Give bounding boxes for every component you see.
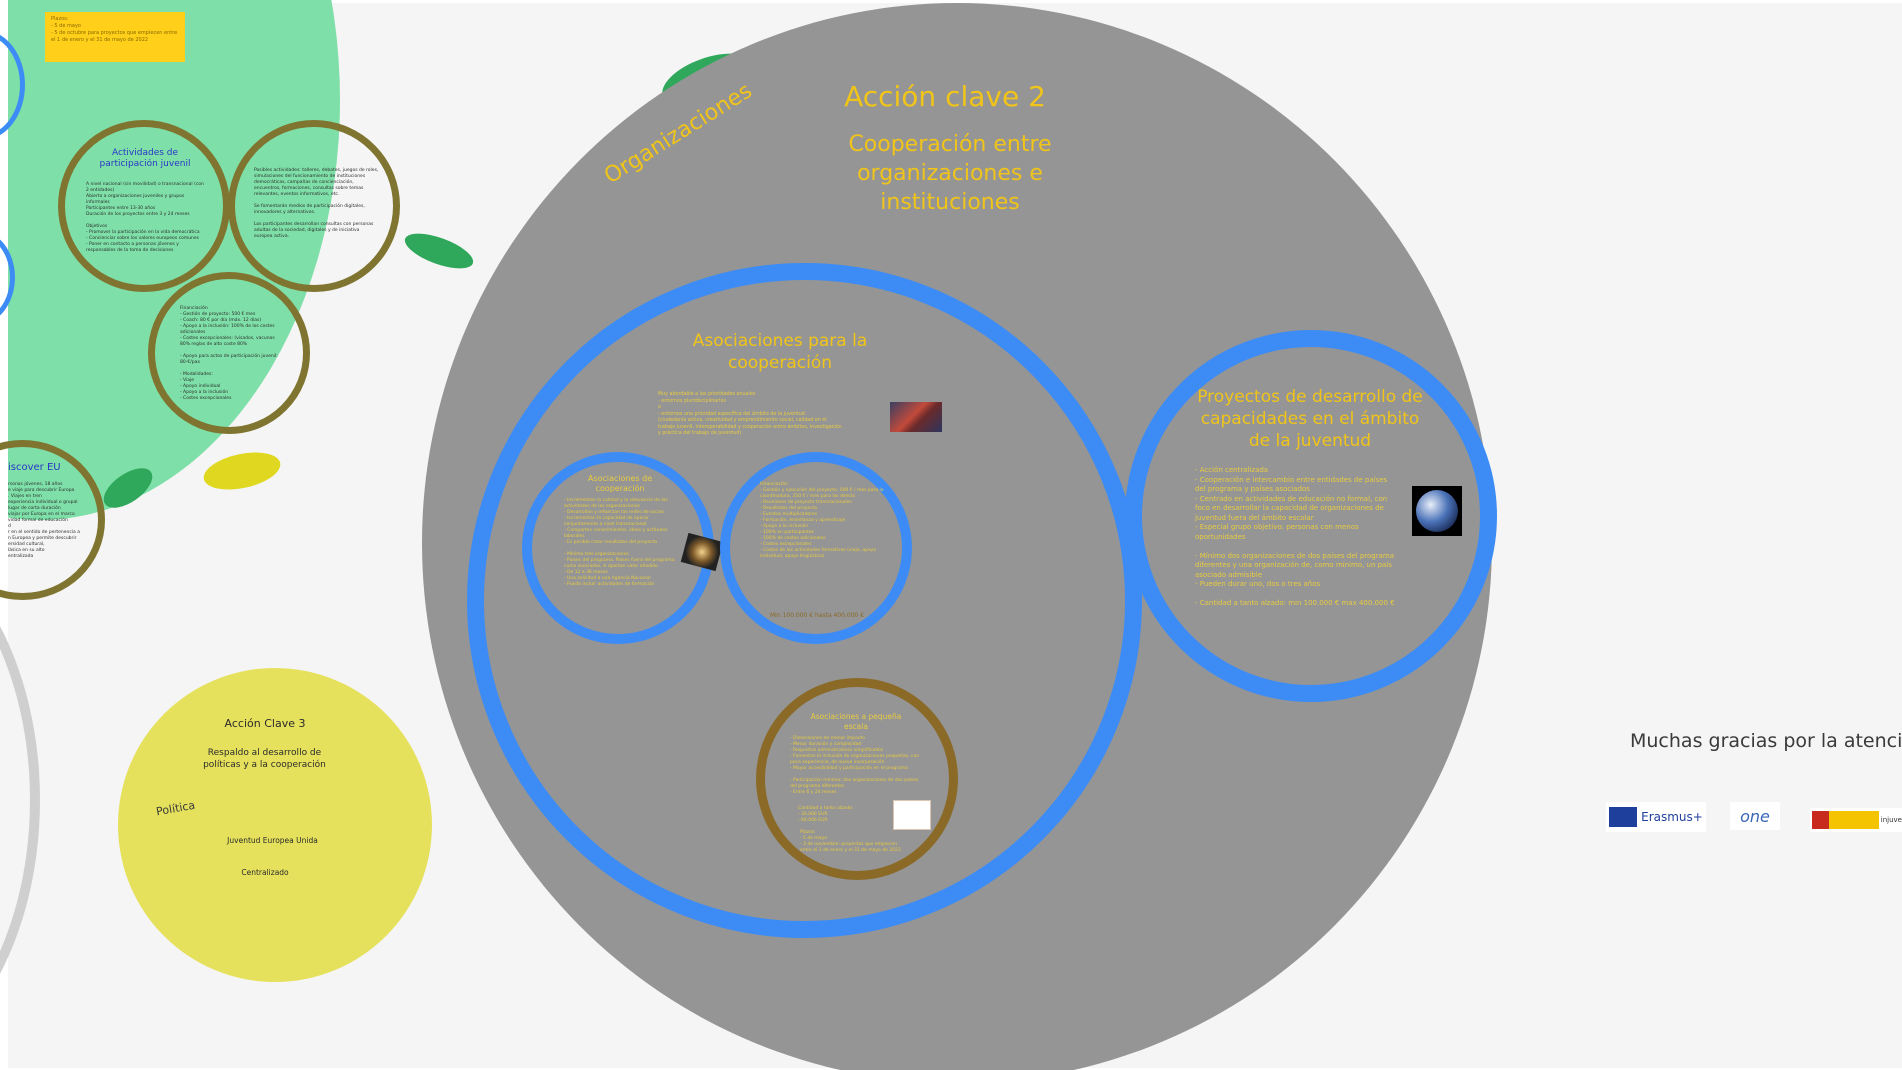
ministry-logo: injuve: [1810, 808, 1902, 832]
cooperation-text: - Incrementan la calidad y la relevancia…: [564, 498, 675, 587]
capacity-building-text: - Acción centralizada - Cooperación e in…: [1195, 466, 1395, 607]
partnership-funding-amount: Min 100.000 € hasta 400.000 €: [770, 612, 865, 619]
youth-participation-title: Actividades de participación juvenil: [99, 148, 191, 169]
partnership-funding-circle[interactable]: [720, 452, 912, 644]
partnerships-intro: Muy abordable a las prioridades anuales …: [658, 392, 842, 436]
earth-photo-icon: [1412, 486, 1462, 536]
ka3-item-2: Centralizado: [241, 868, 289, 877]
erasmus-logo: Erasmus+: [1606, 802, 1706, 832]
small-scale-amount: Cantidad a tanto alzado: - 30.000 EUR - …: [798, 806, 854, 823]
ka3-subtitle: Respaldo al desarrollo de políticas y a …: [203, 748, 326, 770]
partnership-funding-text: Financiación - Gestión y ejecución del p…: [760, 482, 884, 559]
discover-eu-text: rsonas jóvenes, 18 años e viaje para des…: [8, 482, 81, 559]
erasmus-logo-text: Erasmus+: [1641, 810, 1703, 824]
cooperation-title: Asociaciones de cooperación: [587, 474, 653, 493]
hands-photo-icon: [893, 800, 931, 830]
youth-activities-text: Posibles actividades: talleres, debates,…: [254, 168, 379, 239]
youth-funding-text: Financiación - Gestión de proyecto: 500 …: [180, 306, 278, 401]
thanks-message: Muchas gracias por la atención: [1630, 730, 1902, 752]
eu-flag-icon: [1609, 807, 1638, 827]
ka2-subtitle: Cooperación entre organizaciones e insti…: [848, 132, 1052, 215]
one-logo-mark: one: [1740, 806, 1770, 826]
youth-activities-circle[interactable]: [228, 120, 400, 292]
ka3-circle[interactable]: [118, 668, 432, 982]
partnerships-title: Asociaciones para la cooperación: [692, 331, 868, 373]
ka2-title: Acción clave 2: [844, 80, 1046, 113]
injuve-logo-text: injuve: [1880, 816, 1902, 824]
one-logo: one: [1730, 802, 1780, 830]
capacity-building-title: Proyectos de desarrollo de capacidades e…: [1197, 387, 1423, 451]
youth-participation-text: A nivel nacional (sin movilidad) o trans…: [86, 182, 204, 253]
youth-funding-circle[interactable]: [148, 272, 310, 434]
youth-participation-circle[interactable]: [58, 120, 230, 292]
deadlines-note-title: Plazos:: [51, 16, 69, 22]
deadlines-note[interactable]: Plazos: - 5 de mayo - 5 de octubre para …: [45, 12, 185, 62]
ministry-name-band: [1828, 811, 1879, 829]
small-scale-text: - Dimensiones de menor impacto - Menor d…: [790, 736, 920, 795]
deadlines-note-item: - 5 de octubre para proyectos que empiec…: [51, 30, 178, 43]
ka3-item-1: Juventud Europea Unida: [227, 836, 318, 845]
people-photo-icon: [890, 402, 942, 432]
small-scale-circle[interactable]: [756, 678, 958, 880]
small-scale-title: Asociaciones a pequeña escala: [810, 712, 902, 731]
small-scale-deadlines: Plazos: - 5 de mayo - 3 de noviembre: pr…: [800, 830, 901, 853]
deadlines-note-item: - 5 de mayo: [51, 23, 81, 29]
ka3-title: Acción Clave 3: [224, 717, 306, 730]
spain-shield-icon: [1812, 811, 1829, 829]
discover-eu-title: iscover EU: [8, 462, 61, 473]
